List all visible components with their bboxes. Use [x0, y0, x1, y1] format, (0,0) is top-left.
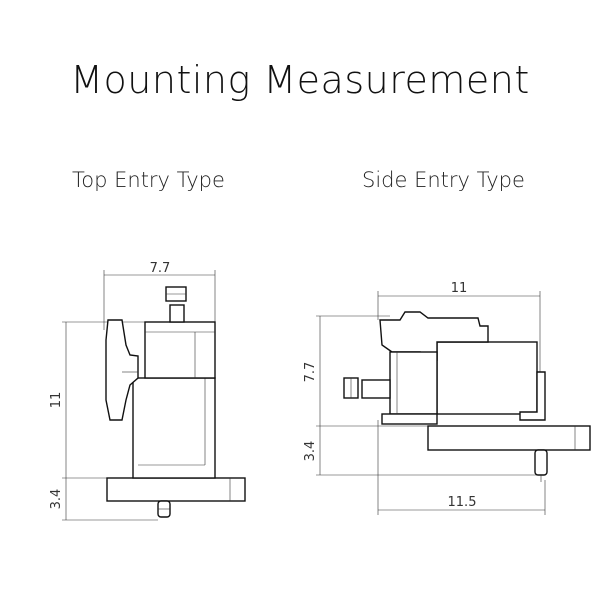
side-entry-base-plate — [427, 425, 591, 451]
top-entry-drawing: 7.7 11 3.4 — [49, 261, 246, 521]
top-entry-terminal — [169, 304, 185, 323]
top-entry-label: Top Entry Type — [72, 168, 225, 192]
side-entry-width-top-label: 11 — [451, 281, 468, 296]
side-entry-body — [436, 341, 538, 415]
top-entry-body — [132, 377, 216, 479]
side-entry-pin-label: 3.4 — [303, 441, 318, 462]
top-entry-width-dimension: 7.7 — [103, 261, 216, 330]
side-entry-pin — [534, 449, 548, 476]
side-entry-label: Side Entry Type — [362, 168, 525, 192]
side-entry-height-dimension: 7.7 — [303, 315, 428, 427]
top-entry-pin-label: 3.4 — [49, 489, 64, 510]
top-entry-latch — [105, 319, 139, 421]
side-entry-foot — [381, 413, 438, 425]
side-entry-drawing: 11 7.7 3.4 11.5 — [303, 281, 591, 515]
top-entry-width-label: 7.7 — [150, 261, 171, 276]
top-entry-pin-dimension: 3.4 — [49, 478, 158, 521]
top-entry-height-dimension: 11 — [49, 321, 148, 479]
side-entry-terminal — [361, 379, 391, 399]
side-entry-bracket — [519, 371, 546, 421]
side-entry-width-top-dimension: 11 — [377, 281, 541, 372]
top-entry-height-label: 11 — [49, 392, 64, 409]
side-entry-width-bottom-dimension: 11.5 — [377, 420, 546, 515]
page-title: Mounting Measurement — [70, 58, 530, 102]
top-entry-housing — [144, 321, 216, 379]
side-entry-pin-dimension: 3.4 — [303, 426, 538, 476]
side-entry-width-bottom-label: 11.5 — [448, 495, 477, 510]
top-entry-base-plate — [106, 477, 246, 502]
side-entry-height-label: 7.7 — [303, 362, 318, 383]
